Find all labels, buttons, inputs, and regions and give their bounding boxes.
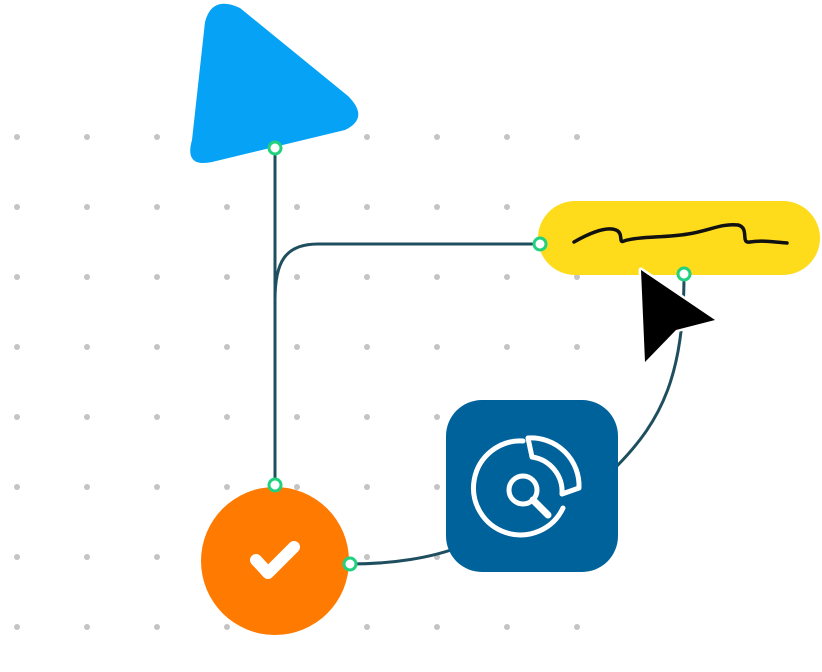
grid-dot bbox=[84, 414, 90, 420]
grid-dot bbox=[84, 554, 90, 560]
grid-dot bbox=[364, 134, 370, 140]
grid-dot bbox=[14, 134, 20, 140]
grid-dot bbox=[434, 344, 440, 350]
grid-dot bbox=[434, 274, 440, 280]
grid-dot bbox=[504, 134, 510, 140]
checkmark-icon bbox=[250, 541, 300, 579]
grid-dot bbox=[224, 624, 230, 630]
port-check-right[interactable] bbox=[342, 556, 358, 572]
grid-dot bbox=[154, 134, 160, 140]
grid-dot bbox=[14, 484, 20, 490]
grid-dot bbox=[434, 134, 440, 140]
grid-dot bbox=[84, 344, 90, 350]
grid-dot bbox=[14, 414, 20, 420]
port-signature-left[interactable] bbox=[532, 236, 548, 252]
check-node[interactable] bbox=[201, 487, 349, 635]
grid-dot bbox=[574, 134, 580, 140]
donut-chart-magnifier-icon bbox=[471, 435, 582, 538]
grid-dot bbox=[364, 624, 370, 630]
grid-dot bbox=[14, 624, 20, 630]
grid-dot bbox=[434, 484, 440, 490]
grid-dot bbox=[154, 274, 160, 280]
grid-dot bbox=[574, 344, 580, 350]
grid-dot bbox=[504, 344, 510, 350]
grid-dot bbox=[364, 414, 370, 420]
grid-dot bbox=[154, 204, 160, 210]
grid-dot bbox=[294, 204, 300, 210]
connection-ports bbox=[267, 140, 692, 572]
grid-dot bbox=[504, 204, 510, 210]
grid-dot bbox=[504, 274, 510, 280]
grid-dot bbox=[294, 344, 300, 350]
edge-triangle-to-signature[interactable] bbox=[273, 242, 540, 301]
triangle-shape bbox=[190, 3, 359, 164]
grid-dot bbox=[154, 344, 160, 350]
grid-dot bbox=[84, 204, 90, 210]
grid-dot bbox=[224, 204, 230, 210]
grid-dot bbox=[364, 204, 370, 210]
grid-dot bbox=[364, 484, 370, 490]
grid-dot bbox=[154, 414, 160, 420]
port-check-top[interactable] bbox=[267, 477, 283, 493]
grid-dot bbox=[14, 554, 20, 560]
grid-dot bbox=[14, 274, 20, 280]
grid-dot bbox=[84, 134, 90, 140]
signature-scribble-icon bbox=[572, 222, 789, 245]
signature-pill bbox=[538, 201, 820, 275]
grid-dot bbox=[224, 484, 230, 490]
grid-dot bbox=[434, 204, 440, 210]
chart-square bbox=[446, 400, 618, 572]
grid-dot bbox=[84, 274, 90, 280]
chart-node[interactable] bbox=[446, 400, 618, 572]
grid-dot bbox=[504, 624, 510, 630]
grid-dot bbox=[434, 414, 440, 420]
mouse-pointer-icon bbox=[638, 267, 718, 365]
grid-dot bbox=[154, 624, 160, 630]
grid-dot bbox=[364, 554, 370, 560]
grid-dot bbox=[364, 344, 370, 350]
grid-dot bbox=[294, 414, 300, 420]
signature-node[interactable] bbox=[538, 201, 820, 275]
grid-dot bbox=[154, 484, 160, 490]
grid-dot bbox=[154, 554, 160, 560]
grid-dot bbox=[574, 624, 580, 630]
grid-dot bbox=[14, 344, 20, 350]
grid-dot bbox=[294, 274, 300, 280]
grid-dot bbox=[224, 414, 230, 420]
grid-dot bbox=[14, 204, 20, 210]
port-triangle-bottom[interactable] bbox=[267, 140, 283, 156]
grid-dot bbox=[224, 274, 230, 280]
port-signature-bottom[interactable] bbox=[676, 266, 692, 282]
triangle-node[interactable] bbox=[190, 3, 359, 164]
grid-dot bbox=[294, 484, 300, 490]
grid-dot bbox=[84, 484, 90, 490]
grid-dot bbox=[574, 274, 580, 280]
grid-dot bbox=[224, 344, 230, 350]
grid-dot bbox=[364, 274, 370, 280]
grid-dot bbox=[84, 624, 90, 630]
grid-dot bbox=[434, 624, 440, 630]
